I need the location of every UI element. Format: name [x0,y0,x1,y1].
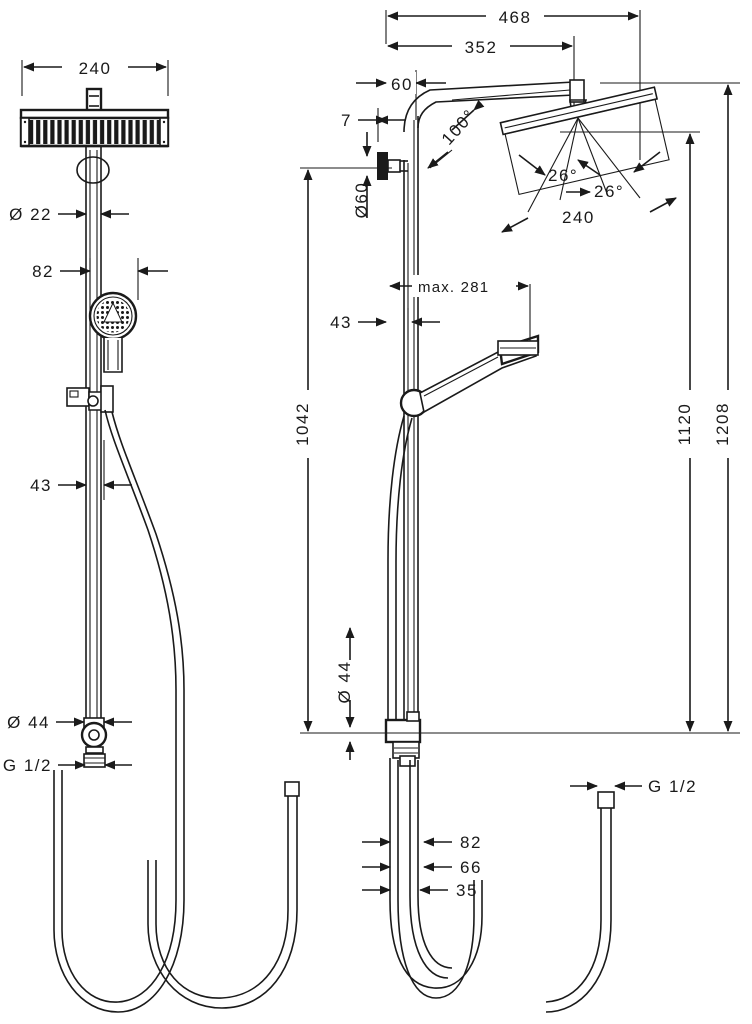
dim-label-side-35: 35 [456,881,478,900]
dim-label-side-82: 82 [460,833,482,852]
front-view-group: 240 [3,56,300,1013]
dim-side-d60: Ø60 [352,132,372,219]
base-connector-side [384,711,422,767]
dim-label-side-max281: max. 281 [418,279,489,296]
dim-side-7: 7 [341,108,406,142]
hose-free-end-side [545,791,615,1013]
overhead-shower-side: 26° 26° 240 [499,86,677,233]
hose-free-end-front [147,781,300,1009]
dim-side-35: 35 [362,881,478,900]
dim-label-side-d44: Ø 44 [335,661,354,704]
dim-label-side-d60: Ø60 [352,182,371,219]
dim-label-side-26b: 26° [594,182,624,201]
dim-side-d44: Ø 44 [335,627,355,760]
dim-front-240: 240 [21,56,169,96]
hand-shower-front [88,291,138,373]
dim-label-front-d44: Ø 44 [7,713,50,732]
dim-label-side-66: 66 [460,858,482,877]
overhead-shower-front [19,87,170,148]
rail-bracket-front [66,385,114,413]
dim-label-side-100deg: 100° [438,105,480,148]
dim-label-side-468: 468 [499,8,532,27]
dim-side-82: 82 [362,833,482,852]
dim-label-side-43: 43 [330,313,352,332]
side-view-group: 468 352 60 7 Ø60 [293,5,740,1013]
hand-shower-side [399,334,540,418]
dim-side-66: 66 [362,858,482,877]
dim-side-1208: 1208 [600,82,740,732]
dim-side-100deg: 100° [427,99,485,169]
shower-hose-front [53,409,185,1013]
dim-label-side-60: 60 [391,75,413,94]
dim-label-front-d22: Ø 22 [9,205,52,224]
dim-side-468: 468 [385,5,641,160]
dim-side-g12: G 1/2 [570,777,697,796]
dim-side-max281: max. 281 [389,275,531,350]
dim-label-front-g12: G 1/2 [3,756,52,775]
dim-label-front-43: 43 [30,476,52,495]
dim-side-1120: 1120 [560,131,702,732]
dim-front-82: 82 [32,258,168,300]
shower-rail-front [85,146,102,745]
shower-arm-side [403,79,588,133]
dim-side-60: 60 [356,70,446,120]
dim-front-g12: G 1/2 [3,756,132,775]
connector-front [80,717,108,768]
wall-connector-side [377,152,408,180]
dim-front-d44: Ø 44 [7,713,132,732]
riser-pipe-side [403,116,419,730]
shower-hose-side [387,415,483,999]
rail-collar-front [76,156,110,184]
dim-side-1042: 1042 [293,167,392,734]
dim-label-side-26a: 26° [548,166,578,185]
dim-label-side-g12: G 1/2 [648,777,697,796]
dim-label-front-82: 82 [32,262,54,281]
dim-label-side-240: 240 [562,208,595,227]
dim-label-side-7: 7 [341,111,352,130]
dim-label-front-240: 240 [79,59,112,78]
dim-label-side-1208: 1208 [713,402,732,446]
dim-front-43: 43 [30,440,132,500]
dim-side-352: 352 [387,35,575,110]
dim-front-d22: Ø 22 [9,205,129,224]
dim-label-side-1042: 1042 [293,402,312,446]
dim-side-43: 43 [330,308,440,340]
dim-label-side-352: 352 [465,38,498,57]
dim-label-side-1120: 1120 [675,403,694,446]
